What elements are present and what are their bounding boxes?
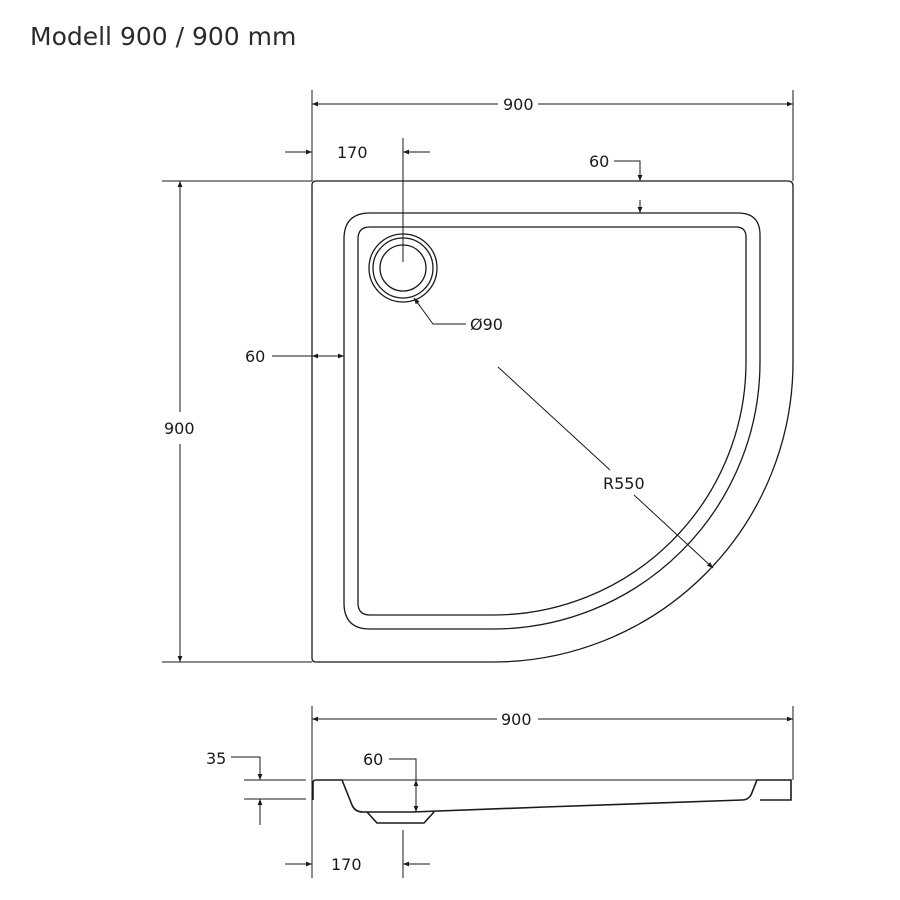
plan-left-rim-label: 60 <box>245 347 265 366</box>
plan-top-rim-label: 60 <box>589 152 609 171</box>
section-width-label: 900 <box>501 710 532 729</box>
plan-radius-label: R550 <box>603 474 645 493</box>
tray-outline <box>311 180 794 663</box>
plan-drain-diameter-label: Ø90 <box>470 315 503 334</box>
section-drain-offset-label: 170 <box>331 855 362 874</box>
section-view <box>312 779 792 824</box>
rim-inner-line <box>343 212 761 630</box>
plan-height-label: 900 <box>164 419 195 438</box>
drawing-title: Modell 900 / 900 mm <box>30 22 297 51</box>
basin-line <box>357 226 747 616</box>
section-drain-sump <box>366 811 435 824</box>
plan-drain-offset-label: 170 <box>337 143 368 162</box>
section-dimensions <box>231 706 794 878</box>
plan-width-label: 900 <box>503 95 534 114</box>
section-rim-height-label: 35 <box>206 749 226 768</box>
section-depth-label: 60 <box>363 750 383 769</box>
plan-view <box>311 180 794 663</box>
plan-dimensions <box>162 90 794 663</box>
section-profile <box>312 779 792 813</box>
